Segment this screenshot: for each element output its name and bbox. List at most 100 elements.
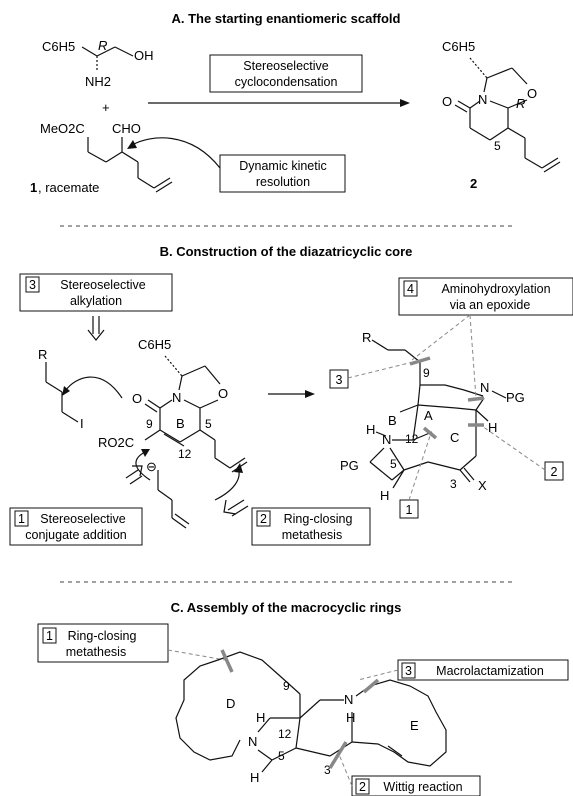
marker-2-frame [544, 461, 564, 481]
wittig-text: Wittig reaction [383, 780, 462, 794]
retro-arrow-2 [223, 499, 237, 515]
alkylation-box [19, 273, 173, 312]
forward-arrowhead-b [305, 390, 315, 398]
core-h-right: H [488, 420, 497, 435]
lactam-carbonyl-oxygen: O [132, 391, 142, 406]
conjugate-addition-box [9, 507, 143, 546]
wittig-num-frame [355, 778, 370, 795]
aminohydroxylation-line2: via an epoxide [450, 298, 531, 312]
rcm-box-b-line1: Ring-closing [284, 512, 353, 526]
lactam-nitrogen: N [172, 390, 181, 405]
anion-charge: ⊖ [146, 459, 157, 474]
marker-2: 2 [551, 465, 558, 479]
unsaturated-lactam-structure: C6H5 O N O B 9 5 12 RO2C [98, 337, 248, 473]
alkyl-iodide-structure: R I [38, 347, 84, 431]
dkr-line2: resolution [256, 175, 310, 189]
alkylation-box-num: 3 [29, 278, 36, 292]
conjugate-box-num: 1 [18, 512, 25, 526]
macro-position-9: 9 [283, 679, 290, 693]
macro-h-bottom: H [250, 770, 259, 785]
aminohydroxylation-num: 4 [407, 282, 414, 296]
alkylation-line2: alkylation [70, 294, 122, 308]
marker-3-frame [329, 369, 349, 389]
plus-sign: + [102, 100, 110, 115]
section-a-title: A. The starting enantiomeric scaffold [172, 11, 401, 26]
amino-alcohol-structure: C6H5 R OH NH2 [42, 38, 154, 89]
reaction-arrowhead-a [400, 99, 410, 107]
aminohydroxylation-line1: Aminohydroxylation [441, 282, 550, 296]
retro-arrow-down [87, 329, 105, 341]
macro-position-5: 5 [278, 749, 285, 763]
aldehyde-label: CHO [112, 121, 141, 136]
dkr-line1: Dynamic kinetic [239, 159, 327, 173]
core-ring-a: A [424, 408, 433, 423]
core-h-top: H [366, 422, 375, 437]
macro-n-right: N [344, 692, 353, 707]
compound-2-number: 2 [470, 176, 477, 191]
methyl-ester-label: MeO2C [40, 121, 85, 136]
aminohydroxylation-box [398, 277, 573, 316]
dkr-curved-arrow [131, 137, 221, 169]
lactam-position-5: 5 [205, 417, 212, 431]
dkr-box [219, 154, 346, 193]
rcm-curved-arrow [214, 467, 240, 501]
macrolactamization-num: 3 [405, 664, 412, 678]
ring-e-label: E [410, 718, 419, 733]
hydroxyl-label: OH [134, 48, 154, 63]
rcm-box-b-num-frame [256, 510, 271, 527]
core-x-label: X [478, 478, 487, 493]
rcm-box-c-line1: Ring-closing [68, 629, 137, 643]
compound-1-number: 1 [30, 180, 37, 195]
butenyl-anion-structure: ⊖ [146, 459, 190, 529]
rcm-box-c-num-frame [42, 627, 57, 644]
lactam-position-12: 12 [178, 447, 192, 461]
product-position-5: 5 [494, 139, 501, 153]
core-position-9: 9 [423, 366, 430, 380]
alkylation-curved-arrow [65, 376, 123, 399]
macrocycle-structure: D N H H N H 9 12 5 3 E [175, 649, 447, 785]
macrolactamization-text: Macrolactamization [436, 664, 544, 678]
cyclocondensation-box [209, 54, 363, 93]
macro-h-top: H [256, 710, 265, 725]
product-ring-oxygen: O [527, 86, 537, 101]
macro-position-3: 3 [324, 763, 331, 777]
conjugate-box-num-frame [14, 510, 29, 527]
iodide-label: I [80, 416, 84, 431]
product-carbonyl-oxygen: O [442, 94, 452, 109]
phenyl-label-a: C6H5 [42, 39, 75, 54]
core-n-right: N [480, 380, 489, 395]
conjugate-line2: conjugate addition [25, 528, 127, 542]
compound-1-structure: MeO2C CHO 1 , racemate [30, 121, 173, 195]
core-pg-right: PG [506, 390, 525, 405]
retro-arrow-1 [132, 465, 143, 477]
cyclocondensation-line2: cyclocondensation [235, 75, 338, 89]
rcm-box-b-num: 2 [260, 512, 267, 526]
conjugate-line1: Stereoselective [40, 512, 126, 526]
lactam-ring-b: B [176, 416, 185, 431]
core-n-left: N [382, 432, 391, 447]
diazatricyclic-core-structure: R N PG H B A 9 12 N H PG 5 H [340, 330, 525, 503]
lactam-ester-label: RO2C [98, 435, 134, 450]
section-c-title: C. Assembly of the macrocyclic rings [171, 600, 402, 615]
core-h-bottom: H [380, 488, 389, 503]
conjugate-addition-curved-arrow [135, 451, 151, 481]
core-ring-c: C [450, 430, 459, 445]
alkylation-line1: Stereoselective [60, 278, 146, 292]
ring-d-label: D [226, 696, 235, 711]
cyclocondensation-line1: Stereoselective [243, 59, 329, 73]
rcm-box-c-line2: metathesis [66, 645, 126, 659]
marker-1: 1 [406, 503, 413, 517]
aminohydroxylation-num-frame [403, 280, 418, 297]
rcm-box-c-num: 1 [46, 629, 53, 643]
core-ring-b: B [388, 413, 397, 428]
product-phenyl-label: C6H5 [442, 39, 475, 54]
product-nitrogen: N [478, 92, 487, 107]
alkyl-r-label: R [38, 347, 47, 362]
lactam-phenyl-label: C6H5 [138, 337, 171, 352]
amine-label: NH2 [85, 74, 111, 89]
core-position-3: 3 [450, 477, 457, 491]
wittig-num: 2 [359, 780, 366, 794]
alkylation-box-num-frame [25, 276, 40, 293]
core-position-12: 12 [405, 432, 419, 446]
